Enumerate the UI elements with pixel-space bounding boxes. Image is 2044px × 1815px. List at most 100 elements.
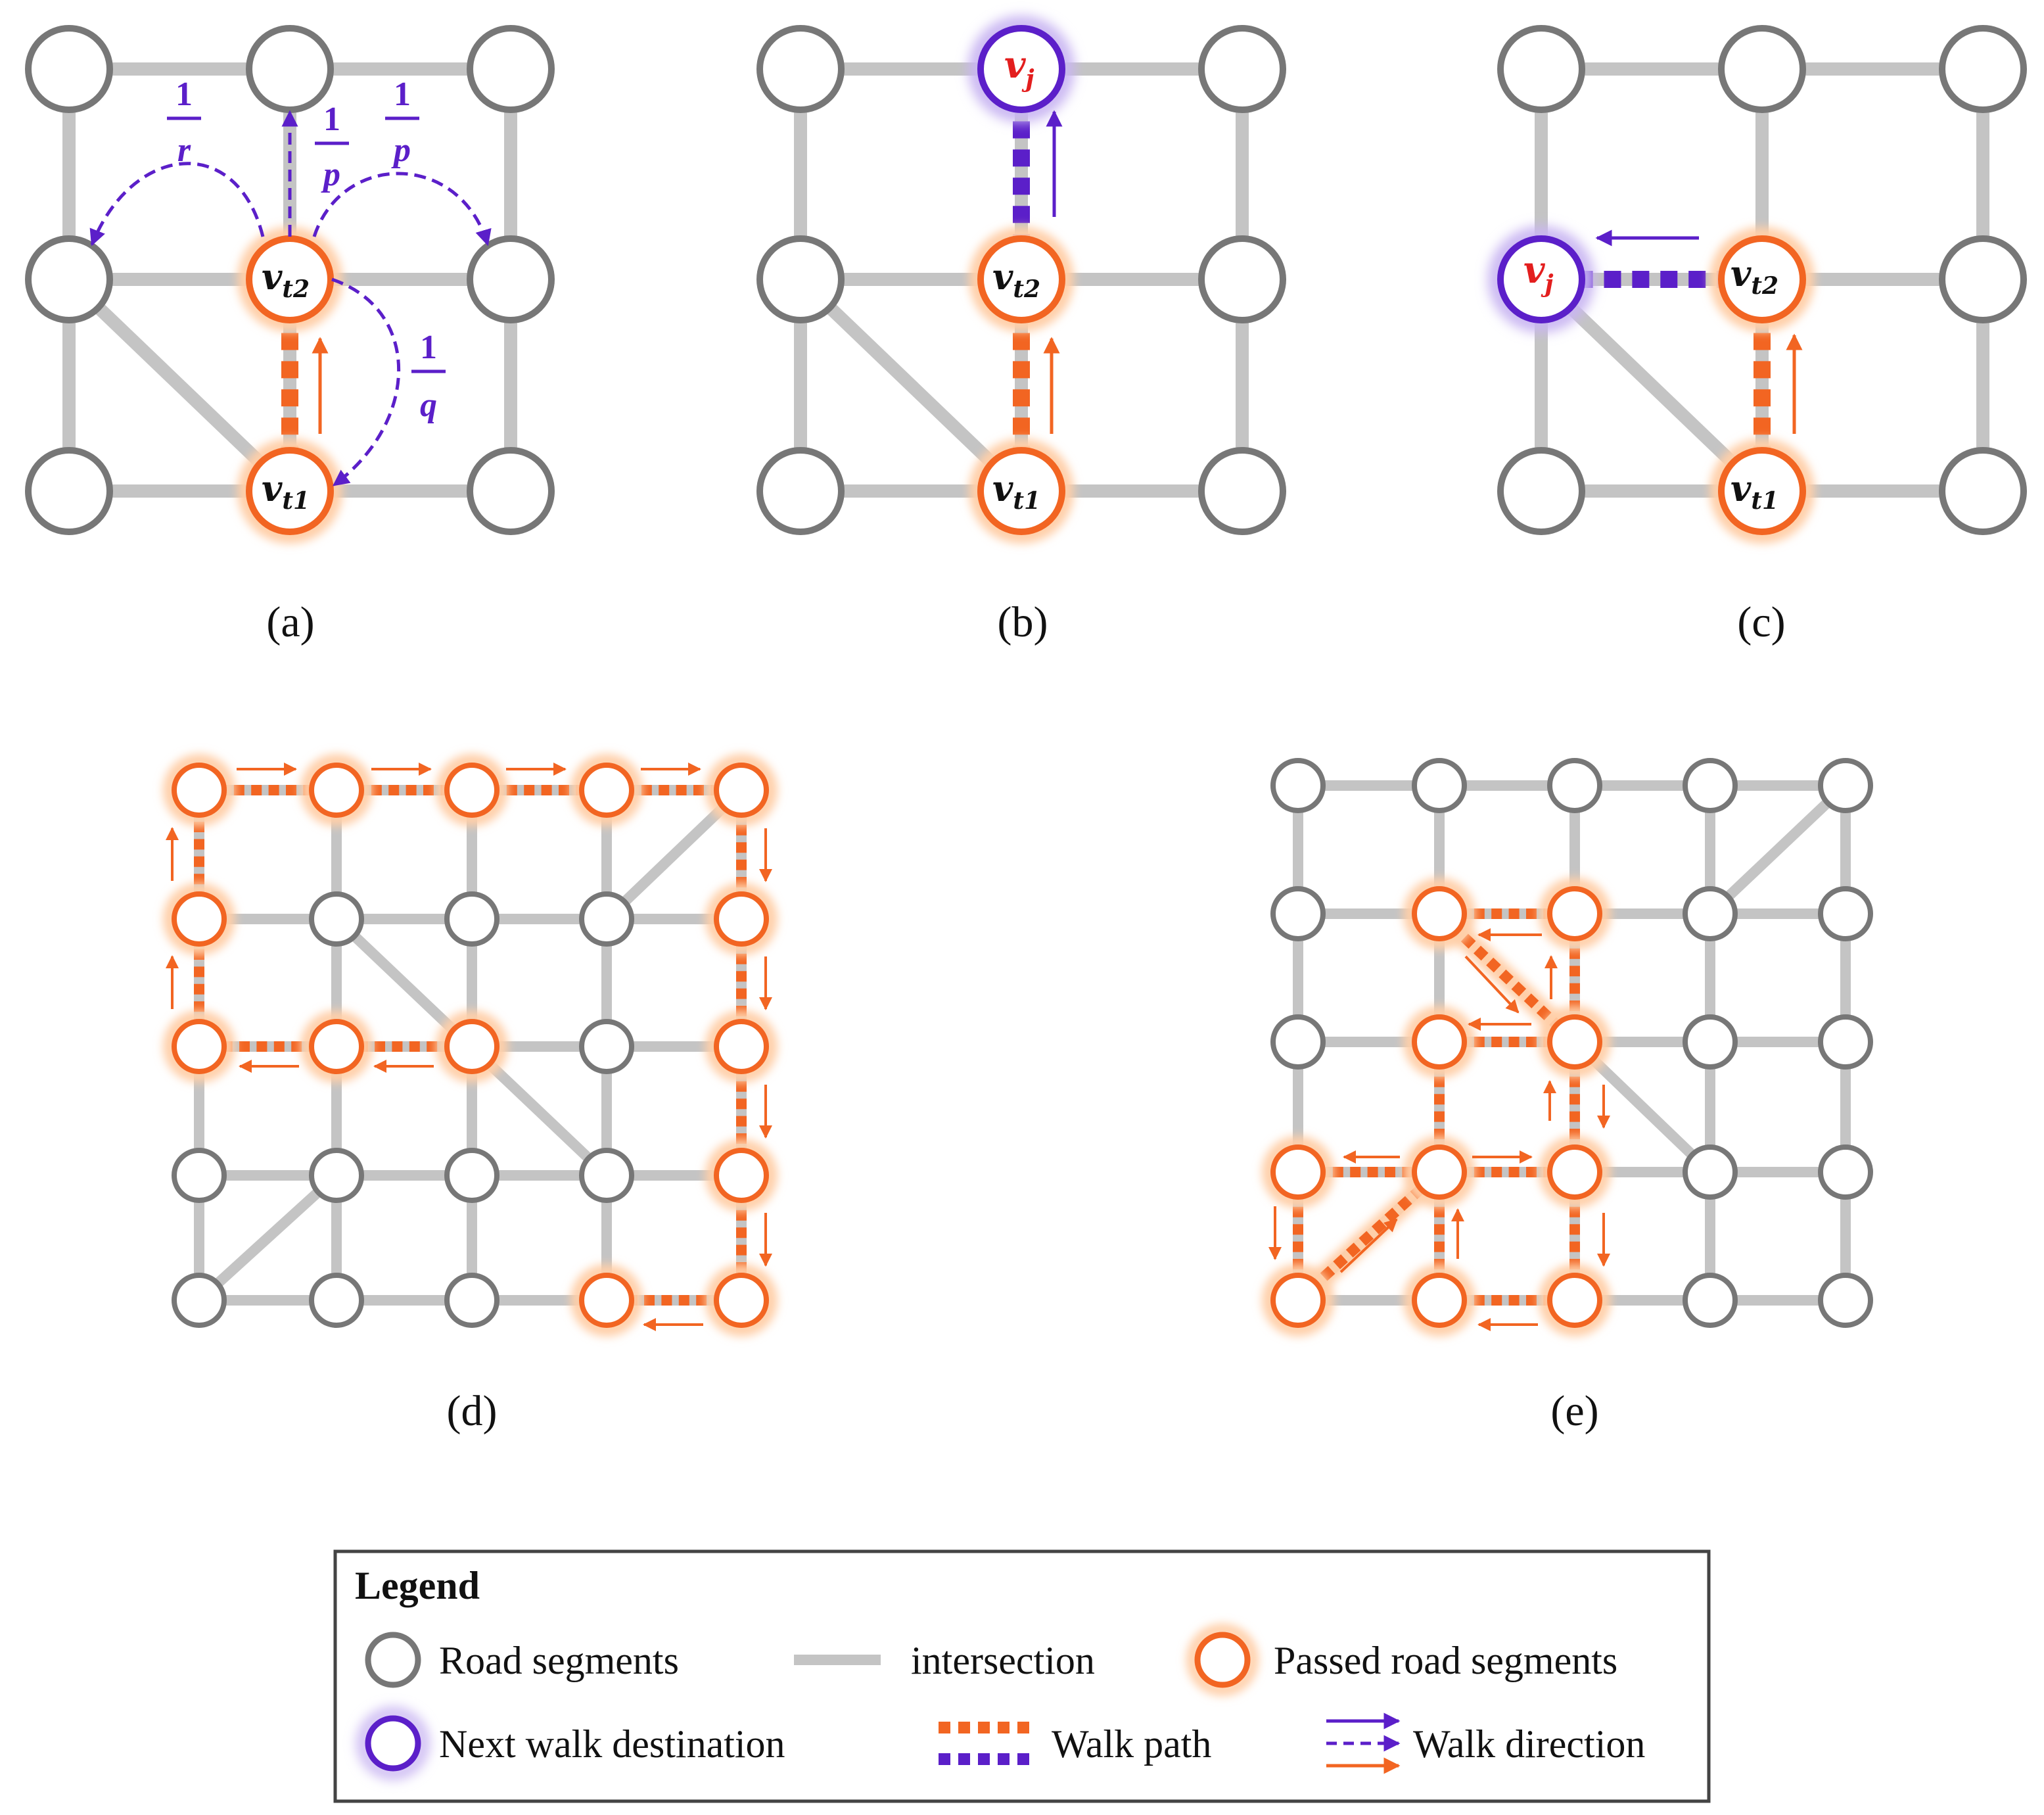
road-segment-node — [172, 1148, 227, 1203]
legend-title: Legend — [355, 1564, 480, 1607]
road-segment-node — [756, 25, 845, 113]
node-label-vt1-a: vt1 — [262, 467, 310, 515]
legend-intersection-label: intersection — [911, 1639, 1095, 1682]
passed-road-segment-node — [444, 763, 499, 818]
passed-node-glow — [1539, 878, 1611, 950]
passed-road-segment-node — [246, 447, 334, 535]
road-segment-node — [1683, 886, 1738, 941]
road-segment-node — [1198, 447, 1286, 535]
road-segment-node — [579, 891, 634, 947]
road-segment-node — [1270, 758, 1326, 813]
road-segment-node — [467, 25, 555, 113]
passed-node-glow — [705, 1264, 778, 1336]
passed-road-segment-node — [1270, 1144, 1326, 1200]
passed-node-glow — [1403, 878, 1475, 950]
passed-road-segment-node — [1718, 447, 1806, 535]
walk-path — [1435, 910, 1579, 1046]
passed-node-glow — [705, 1139, 778, 1212]
legend-next-walk-destination-label: Next walk destination — [439, 1722, 785, 1766]
road-segment-node — [1683, 1273, 1738, 1328]
svg-text:p: p — [321, 156, 340, 193]
passed-road-segment-node — [714, 1273, 769, 1328]
legend-passed-road-segment-icon — [1194, 1632, 1251, 1688]
walk-direction-curve-arrow — [312, 172, 492, 247]
svg-text:1: 1 — [323, 101, 340, 138]
node-label-vt1-c: vt1 — [1730, 467, 1778, 515]
passed-road-segment-node — [1412, 886, 1467, 941]
passed-node-glow — [237, 438, 342, 544]
next-node-glow — [968, 16, 1075, 122]
node-label-vt2-a: vt2 — [262, 256, 310, 303]
road-segment-node — [246, 25, 334, 113]
passed-road-segment-node — [1412, 1273, 1467, 1328]
passed-node-glow — [436, 754, 508, 826]
passed-road-segment-node — [579, 1273, 634, 1328]
passed-node-glow — [1262, 1136, 1334, 1208]
passed-node-glow — [1403, 1264, 1475, 1336]
passed-node-glow — [163, 883, 235, 955]
road-segment-node — [1683, 758, 1738, 813]
road-segment-node — [1683, 1144, 1738, 1200]
node-label-vt2-b: vt2 — [992, 256, 1040, 303]
road-segment-node — [309, 891, 364, 947]
probability-1-over-r: 1 r — [167, 76, 201, 169]
intersection-edge — [195, 1171, 340, 1304]
road-segment-node — [467, 235, 555, 323]
road-segment-node — [1818, 1273, 1873, 1328]
panel-label-d: (d) — [447, 1387, 498, 1435]
legend: Legend Road segments intersection Passed… — [333, 1549, 1711, 1803]
node-label-vj-b: vj — [1004, 43, 1034, 93]
road-segment-node — [309, 1273, 364, 1328]
legend-passed-glow — [1186, 1624, 1259, 1696]
passed-road-segment-node — [714, 891, 769, 947]
walk-direction-arrow — [1464, 955, 1520, 1014]
passed-road-segment-node — [1547, 1273, 1602, 1328]
passed-road-segment-node — [1412, 1144, 1467, 1200]
road-segment-node — [1497, 25, 1585, 113]
road-segment-node — [1547, 758, 1602, 813]
passed-road-segment-node — [309, 1019, 364, 1074]
passed-road-segment-node — [977, 447, 1065, 535]
road-segment-node — [1270, 1014, 1326, 1070]
passed-road-segment-node — [579, 763, 634, 818]
road-segment-node — [756, 447, 845, 535]
passed-road-segment-node — [714, 1019, 769, 1074]
passed-node-glow — [705, 1010, 778, 1083]
node-label-vt2-c: vt2 — [1730, 252, 1778, 300]
passed-node-glow — [969, 438, 1074, 544]
passed-node-glow — [705, 754, 778, 826]
road-segment-node — [25, 25, 113, 113]
node-label-vt1-b: vt1 — [992, 467, 1040, 515]
legend-walk-path-label: Walk path — [1052, 1722, 1211, 1766]
passed-node-glow — [570, 754, 643, 826]
road-segment-node — [1270, 886, 1326, 941]
svg-text:1: 1 — [394, 76, 411, 113]
svg-text:1: 1 — [420, 329, 437, 366]
road-segment-node — [309, 1148, 364, 1203]
road-segment-node — [25, 235, 113, 323]
road-segment-node — [172, 1273, 227, 1328]
passed-road-segment-node — [977, 235, 1065, 323]
road-segment-node — [444, 891, 499, 947]
passed-node-glow — [1262, 1264, 1334, 1336]
passed-road-segment-node — [1718, 235, 1806, 323]
passed-road-segment-node — [714, 1148, 769, 1203]
panel-label-e: (e) — [1550, 1387, 1598, 1435]
passed-road-segment-node — [1547, 886, 1602, 941]
passed-road-segment-node — [172, 763, 227, 818]
svg-text:1: 1 — [175, 76, 193, 113]
road-segment-node — [1939, 447, 2027, 535]
passed-node-glow — [436, 1010, 508, 1083]
road-segment-node — [579, 1019, 634, 1074]
passed-road-segment-node — [1412, 1014, 1467, 1070]
passed-node-glow — [163, 754, 235, 826]
walk-direction-arrows — [89, 110, 1803, 1331]
passed-road-segment-node — [1547, 1014, 1602, 1070]
passed-road-segment-node — [309, 763, 364, 818]
passed-node-glow — [1539, 1136, 1611, 1208]
road-segment-node — [1718, 25, 1806, 113]
passed-node-glow — [1403, 1136, 1475, 1208]
road-segment-node — [444, 1148, 499, 1203]
passed-node-glow — [1709, 227, 1815, 332]
passed-node-glow — [570, 1264, 643, 1336]
